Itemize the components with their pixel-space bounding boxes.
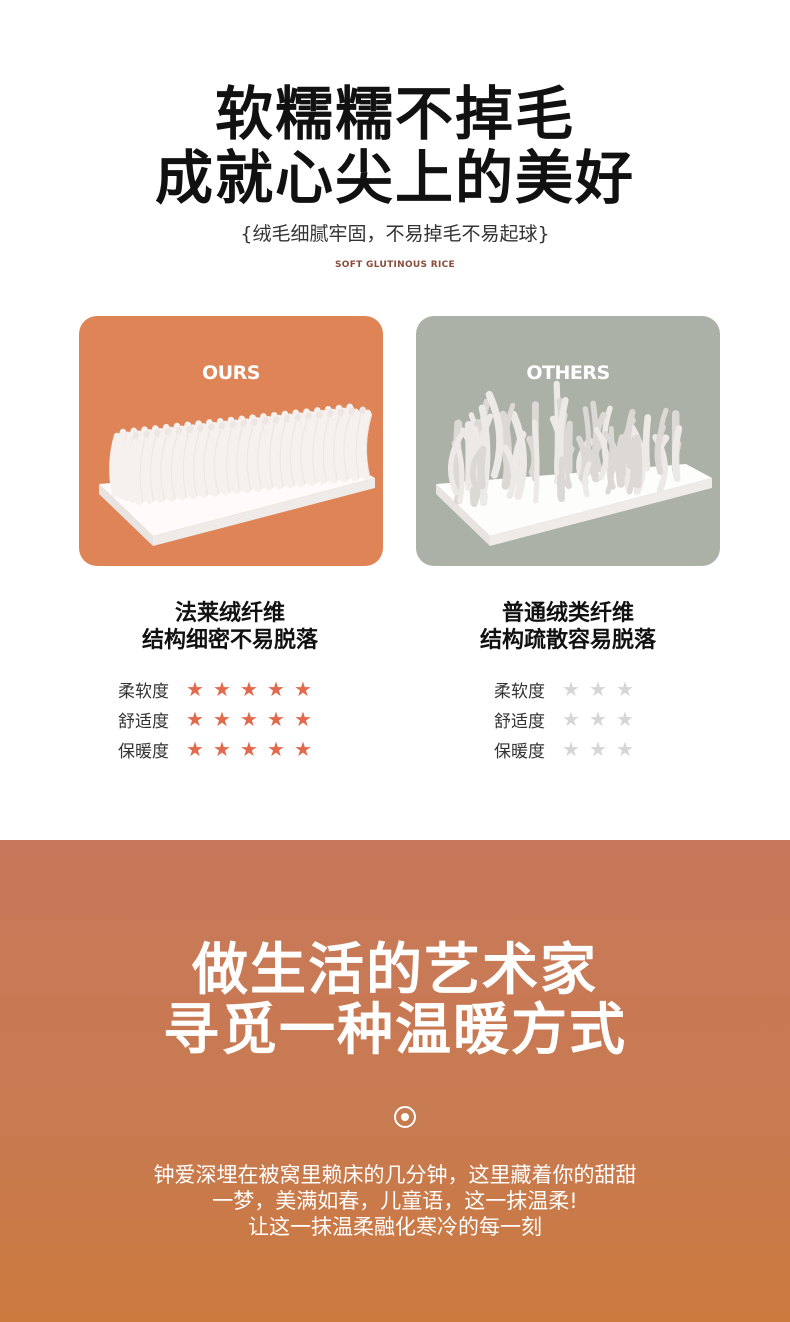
ours-ratings: 柔软度 ★ ★ ★ ★ ★ 舒适度 ★ ★ ★ ★ ★ 保暖度 ★ ★ ★ ★ ★: [118, 674, 321, 764]
rating-row-softness: 柔软度 ★ ★ ★: [494, 674, 643, 704]
rating-row-comfort: 舒适度 ★ ★ ★: [494, 704, 643, 734]
star-filled-icon: ★: [240, 707, 258, 731]
others-ratings: 柔软度 ★ ★ ★ 舒适度 ★ ★ ★ 保暖度 ★ ★ ★: [494, 674, 643, 764]
star-empty-icon: ★: [589, 737, 607, 761]
lifestyle-section: 做生活的艺术家 寻觅一种温暖方式 钟爱深埋在被窝里赖床的几分钟，这里藏着你的甜甜…: [0, 840, 790, 1322]
star-filled-icon: ★: [267, 737, 285, 761]
ours-feature-line1: 法莱绒纤维: [174, 601, 285, 626]
rating-label: 柔软度: [494, 681, 545, 702]
english-tagline: SOFT GLUTINOUS RICE: [335, 260, 455, 270]
others-feature-title: 普通绒类纤维 结构疏散容易脱落: [418, 600, 718, 654]
rating-label: 保暖度: [494, 741, 545, 762]
target-circle-icon: [394, 1106, 416, 1128]
headline-line2: 成就心尖上的美好: [154, 144, 635, 212]
star-empty-icon: ★: [562, 677, 580, 701]
lifestyle-headline-line1: 做生活的艺术家: [192, 938, 598, 1003]
star-filled-icon: ★: [240, 737, 258, 761]
star-filled-icon: ★: [186, 707, 204, 731]
subtitle: {绒毛细腻牢固，不易掉毛不易起球}: [240, 223, 550, 245]
star-filled-icon: ★: [267, 677, 285, 701]
star-empty-icon: ★: [589, 677, 607, 701]
ours-fiber-card: OURS: [79, 316, 383, 566]
star-filled-icon: ★: [213, 707, 231, 731]
rating-label: 舒适度: [494, 711, 545, 732]
star-filled-icon: ★: [267, 707, 285, 731]
others-feature-line1: 普通绒类纤维: [501, 601, 634, 626]
fiber-bristles-dense: [109, 403, 373, 506]
others-fiber-card: OTHERS: [416, 316, 720, 566]
ours-fiber-illustration: [99, 403, 375, 546]
headline-line1: 软糯糯不掉毛: [214, 80, 575, 148]
star-empty-icon: ★: [562, 737, 580, 761]
fiber-bristles-sparse: [448, 380, 683, 508]
ours-feature-title: 法莱绒纤维 结构细密不易脱落: [80, 600, 380, 654]
rating-label: 保暖度: [118, 741, 169, 762]
star-filled-icon: ★: [294, 737, 312, 761]
star-filled-icon: ★: [294, 677, 312, 701]
rating-row-softness: 柔软度 ★ ★ ★ ★ ★: [118, 674, 321, 704]
star-rating: ★ ★ ★ ★ ★: [186, 738, 321, 760]
others-fiber-illustration: [436, 380, 712, 546]
rating-row-warmth: 保暖度 ★ ★ ★: [494, 734, 643, 764]
star-filled-icon: ★: [213, 737, 231, 761]
fiber-comparison-section: 软糯糯不掉毛 成就心尖上的美好 {绒毛细腻牢固，不易掉毛不易起球} SOFT G…: [79, 80, 720, 764]
others-feature-line2: 结构疏散容易脱落: [479, 628, 656, 653]
star-rating: ★ ★ ★: [562, 708, 643, 730]
star-filled-icon: ★: [240, 677, 258, 701]
rating-row-warmth: 保暖度 ★ ★ ★ ★ ★: [118, 734, 321, 764]
star-rating: ★ ★ ★: [562, 678, 643, 700]
star-filled-icon: ★: [213, 677, 231, 701]
star-filled-icon: ★: [186, 737, 204, 761]
lifestyle-headline-line2: 寻觅一种温暖方式: [163, 998, 627, 1063]
rating-label: 舒适度: [118, 711, 169, 732]
ours-feature-line2: 结构细密不易脱落: [141, 628, 318, 653]
rating-row-comfort: 舒适度 ★ ★ ★ ★ ★: [118, 704, 321, 734]
star-filled-icon: ★: [294, 707, 312, 731]
star-empty-icon: ★: [562, 707, 580, 731]
star-rating: ★ ★ ★: [562, 738, 643, 760]
others-label: OTHERS: [526, 362, 610, 384]
star-rating: ★ ★ ★ ★ ★: [186, 678, 321, 700]
star-rating: ★ ★ ★ ★ ★: [186, 708, 321, 730]
star-empty-icon: ★: [616, 707, 634, 731]
lifestyle-text-line2: 一梦，美满如春，儿童语，这一抹温柔!: [212, 1189, 578, 1213]
star-filled-icon: ★: [186, 677, 204, 701]
star-empty-icon: ★: [616, 737, 634, 761]
lifestyle-text-line1: 钟爱深埋在被窝里赖床的几分钟，这里藏着你的甜甜: [153, 1163, 637, 1187]
ours-label: OURS: [202, 362, 260, 384]
star-empty-icon: ★: [589, 707, 607, 731]
lifestyle-text-line3: 让这一抹温柔融化寒冷的每一刻: [248, 1215, 542, 1239]
rating-label: 柔软度: [118, 681, 169, 702]
star-empty-icon: ★: [616, 677, 634, 701]
